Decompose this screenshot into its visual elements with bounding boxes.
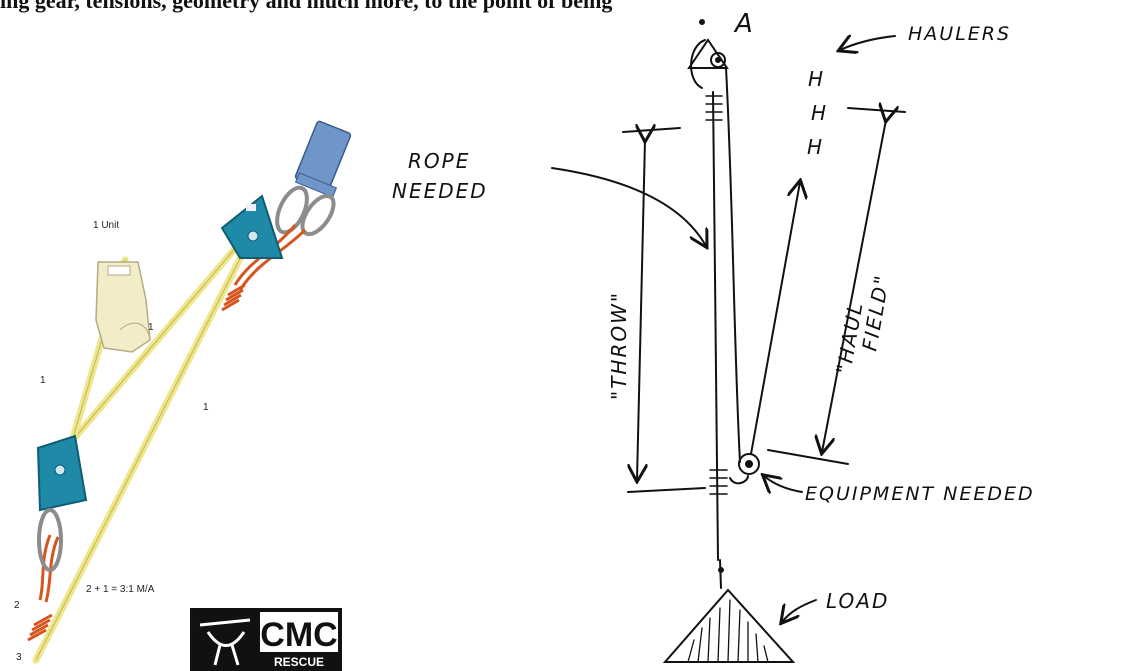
haul-line: [750, 182, 800, 455]
throw-label: "THROW": [607, 291, 631, 400]
hauler-mark-1: H: [808, 67, 825, 91]
anchor-carabiners: [275, 185, 336, 237]
equipment-label: EQUIPMENT NEEDED: [805, 483, 1035, 505]
anchor-strap: [294, 120, 352, 198]
rope-label-5: 3: [16, 652, 22, 663]
hauler-mark-2: H: [811, 101, 828, 125]
unit-label: 1 Unit: [93, 220, 119, 231]
load-pointer: [782, 599, 817, 622]
rope-needed-pointer: [551, 167, 706, 246]
haulers-label: HAULERS: [908, 23, 1011, 45]
rope-right-strand: [725, 67, 741, 463]
right-sketch-diagram: [551, 19, 906, 663]
throw-arrow: [637, 140, 645, 480]
rope-left-strand: [712, 91, 719, 561]
logo-subtext: RESCUE: [274, 655, 324, 669]
traveling-pulley: [738, 453, 760, 475]
glove-icon: [95, 261, 151, 353]
load-triangle: [662, 588, 796, 663]
throw-ticks: [622, 127, 706, 493]
equipment-pointer: [764, 476, 803, 492]
anchor-label: A: [733, 9, 755, 39]
load-label: LOAD: [826, 589, 889, 613]
prusik-cords: [27, 224, 307, 642]
haulers-pointer: [840, 36, 896, 50]
rope-label-1: 1: [40, 375, 46, 386]
haul-field-line2: FIELD": [857, 272, 894, 353]
load-connector: [719, 559, 722, 589]
left-pulley-diagram: 1 Unit 1 1 1 2 3 2 + 1 = 3:1 M/A CMC RES…: [14, 120, 352, 671]
logo-text: CMC: [260, 616, 337, 654]
rope-needed-line1: ROPE: [408, 149, 470, 173]
rope-label-4: 2: [14, 600, 20, 611]
lower-pulley: [36, 434, 88, 572]
rope-needed-line2: NEEDED: [392, 179, 488, 203]
page-header-fragment: ing gear, tensions, geometry and much mo…: [0, 0, 613, 13]
top-pulley: [220, 194, 284, 259]
anchor-pulley: [687, 19, 729, 89]
hauler-mark-3: H: [807, 135, 824, 159]
rope-label-3: 1: [203, 402, 209, 413]
haul-field-arrow: [822, 120, 886, 452]
formula-label: 2 + 1 = 3:1 M/A: [86, 584, 155, 595]
cmc-rescue-logo: CMC RESCUE: [190, 608, 342, 671]
rope-label-2: 1: [148, 322, 154, 333]
